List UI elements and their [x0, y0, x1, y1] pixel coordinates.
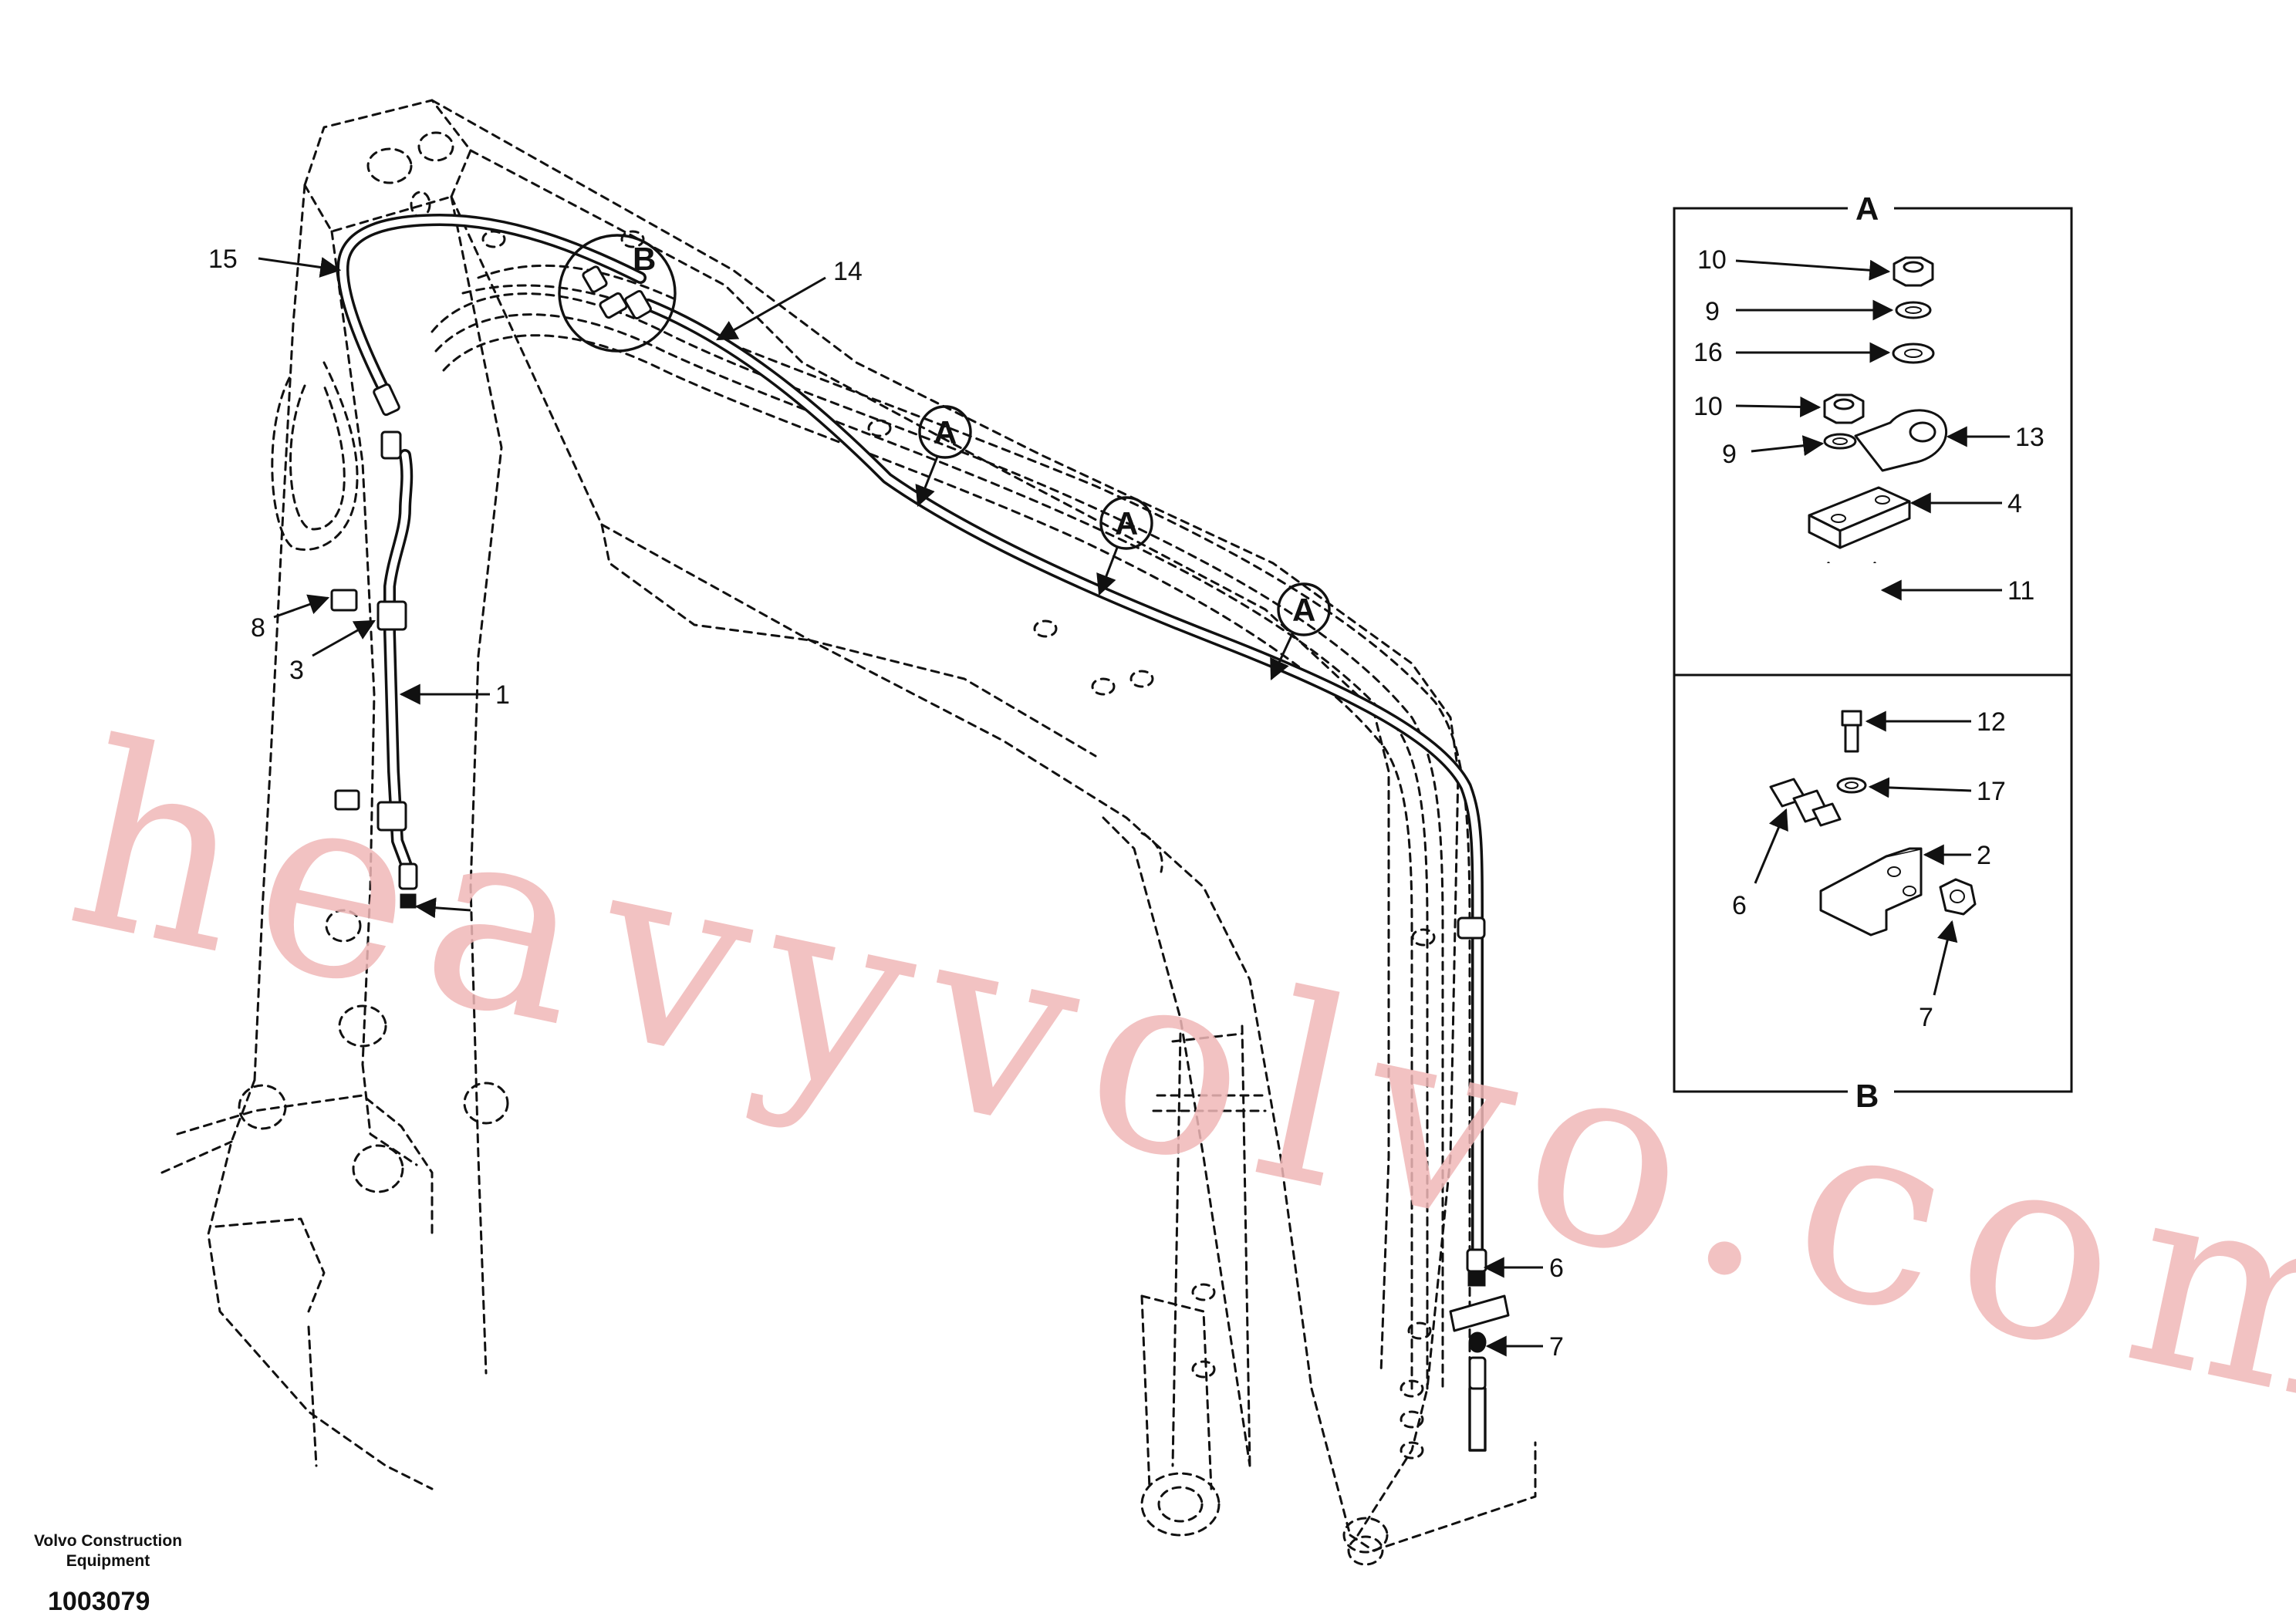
main-callouts: 15 14 1 8 3 6 7 B A A A	[208, 241, 1564, 1362]
brand-line-1: Volvo Construction	[33, 1532, 183, 1550]
callout-1: 1	[495, 680, 510, 710]
callout-14: 14	[833, 257, 863, 286]
svg-text:A: A	[934, 414, 957, 451]
detail-b-12: 12	[1977, 707, 2006, 737]
detail-a-9-bottom: 9	[1722, 440, 1737, 469]
callout-6-main: 6	[1549, 1254, 1564, 1283]
detail-a: A 10 9 16 10 9	[1693, 191, 2044, 636]
detail-b: 12 17 6 2 7 B	[1732, 707, 2006, 1114]
detail-b-title: B	[1855, 1078, 1879, 1114]
detail-a-title: A	[1855, 191, 1879, 227]
detail-b-7: 7	[1919, 1003, 1933, 1032]
callout-7-main: 7	[1549, 1332, 1564, 1362]
callout-15: 15	[208, 245, 238, 274]
svg-text:A: A	[1115, 505, 1138, 542]
detail-b-6: 6	[1732, 891, 1747, 920]
detail-b-17: 17	[1977, 777, 2006, 806]
detail-a-11: 11	[2007, 576, 2034, 606]
brand-line-2: Equipment	[66, 1552, 150, 1570]
detail-b-2: 2	[1977, 841, 1991, 870]
detail-a-13: 13	[2015, 423, 2044, 452]
detail-b-circle	[558, 234, 677, 353]
detail-a-9-top: 9	[1705, 297, 1720, 326]
callout-3: 3	[289, 656, 304, 685]
drawing-number: 1003079	[48, 1587, 150, 1616]
bubble-a-2: A	[1096, 496, 1153, 596]
bubble-a-3: A	[1270, 582, 1331, 681]
detail-panel: A 10 9 16 10 9	[1673, 191, 2073, 1114]
hydraulic-pipe	[330, 214, 1510, 1452]
detail-a-4: 4	[2007, 489, 2022, 518]
bubble-b: B	[633, 241, 656, 277]
watermark: heavyvolvo.com	[49, 687, 2296, 1470]
detail-a-10-bottom: 10	[1693, 392, 1723, 421]
callout-8: 8	[251, 613, 265, 643]
boom-outline	[160, 99, 1537, 1566]
detail-a-16: 16	[1693, 338, 1723, 367]
detail-a-10-top: 10	[1697, 245, 1727, 275]
svg-text:A: A	[1292, 592, 1315, 628]
bubble-a-1: A	[915, 405, 972, 508]
footer: Volvo Construction Equipment 1003079	[31, 1531, 185, 1617]
